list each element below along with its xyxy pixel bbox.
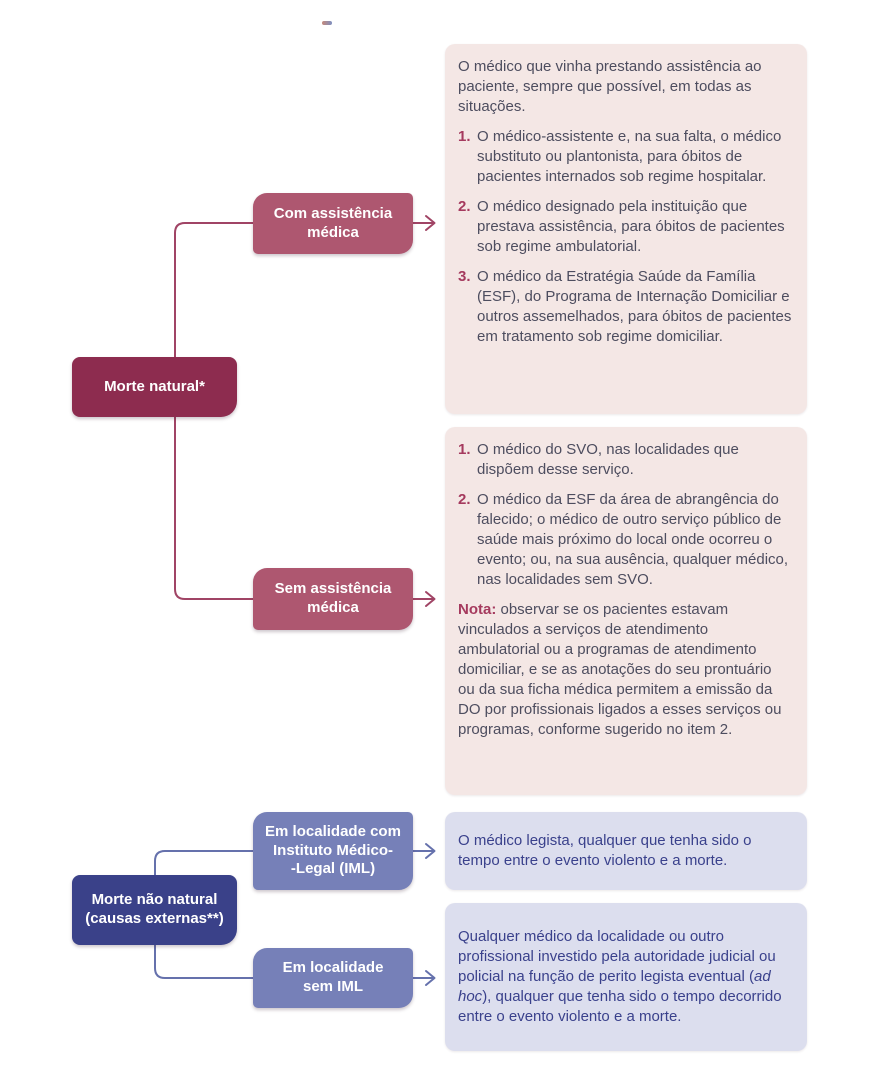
panel-sem-iml-detail: Qualquer médico da localidade ou outro p… xyxy=(445,903,807,1051)
node-label-line: Em localidade com xyxy=(265,822,401,840)
arrow-com-iml-head xyxy=(425,843,436,859)
node-morte-natural: Morte natural* xyxy=(72,357,237,417)
arrow-sem-iml-head xyxy=(425,970,436,986)
note-paragraph: Nota: observar se os pacientes estavam v… xyxy=(458,600,792,740)
node-label-line: Morte natural* xyxy=(104,377,205,395)
item-text: O médico da ESF da área de abrangência d… xyxy=(477,491,789,588)
node-sem-assistencia: Sem assistência médica xyxy=(253,568,413,630)
node-label-line: médica xyxy=(307,599,359,616)
item-number: 2. xyxy=(458,491,471,508)
node-localidade-sem-iml: Em localidade sem IML xyxy=(253,948,413,1008)
item-number: 3. xyxy=(458,268,471,285)
connector-natural-sem-assistencia xyxy=(174,416,254,600)
panel-com-iml-detail: O médico legista, qualquer que tenha sid… xyxy=(445,812,807,890)
item-number: 1. xyxy=(458,128,471,145)
item-text: O médico-assistente e, na sua falta, o m… xyxy=(477,128,782,185)
node-label-line: Em localidade xyxy=(282,959,384,977)
item-text: O médico do SVO, nas localidades que dis… xyxy=(477,441,739,478)
panel-text: O médico legista, qualquer que tenha sid… xyxy=(458,832,752,869)
panel-text-pre: Qualquer médico da localidade ou outro p… xyxy=(458,928,776,985)
arrow-com-assistencia-head xyxy=(425,215,436,231)
panel-text-post: ), qualquer que tenha sido o tempo decor… xyxy=(458,988,782,1025)
numbered-item: 2. O médico designado pela instituição q… xyxy=(458,197,792,257)
connector-natural-com-assistencia xyxy=(174,222,254,358)
node-label-line: sem IML xyxy=(302,978,363,995)
node-label-line: Morte não natural xyxy=(91,891,218,909)
connector-naonatural-sem-iml xyxy=(154,944,254,979)
node-label-line: -Legal (IML) xyxy=(290,860,376,878)
item-number: 2. xyxy=(458,198,471,215)
arrow-sem-assistencia-head xyxy=(425,591,436,607)
item-text: O médico da Estratégia Saúde da Família … xyxy=(477,268,792,345)
numbered-item: 1. O médico-assistente e, na sua falta, … xyxy=(458,127,792,187)
item-number: 1. xyxy=(458,441,471,458)
numbered-item: 3. O médico da Estratégia Saúde da Famíl… xyxy=(458,267,792,347)
node-label-line: Com assistência xyxy=(273,204,393,222)
panel-text: Qualquer médico da localidade ou outro p… xyxy=(458,927,792,1027)
note-text: observar se os pacientes estavam vincula… xyxy=(458,601,782,738)
node-label-line: Sem assistência xyxy=(274,580,392,598)
panel-com-assistencia-detail: O médico que vinha prestando assistência… xyxy=(445,44,807,414)
node-label-line: (causas externas**) xyxy=(85,910,224,927)
tiny-mark xyxy=(322,21,332,25)
node-com-assistencia: Com assistência médica xyxy=(253,193,413,254)
note-label: Nota: xyxy=(458,601,497,618)
connector-naonatural-com-iml xyxy=(154,850,254,876)
node-localidade-com-iml: Em localidade com Instituto Médico- -Leg… xyxy=(253,812,413,890)
node-morte-nao-natural: Morte não natural (causas externas**) xyxy=(72,875,237,945)
item-text: O médico designado pela instituição que … xyxy=(477,198,785,255)
node-label-line: médica xyxy=(307,223,359,241)
panel-sem-assistencia-detail: 1. O médico do SVO, nas localidades que … xyxy=(445,427,807,795)
numbered-item: 2. O médico da ESF da área de abrangênci… xyxy=(458,490,792,590)
numbered-item: 1. O médico do SVO, nas localidades que … xyxy=(458,440,792,480)
panel-text-italic: ad hoc xyxy=(458,968,771,1005)
panel-intro-text: O médico que vinha prestando assistência… xyxy=(458,58,762,115)
node-label-line: Instituto Médico- xyxy=(273,841,393,859)
